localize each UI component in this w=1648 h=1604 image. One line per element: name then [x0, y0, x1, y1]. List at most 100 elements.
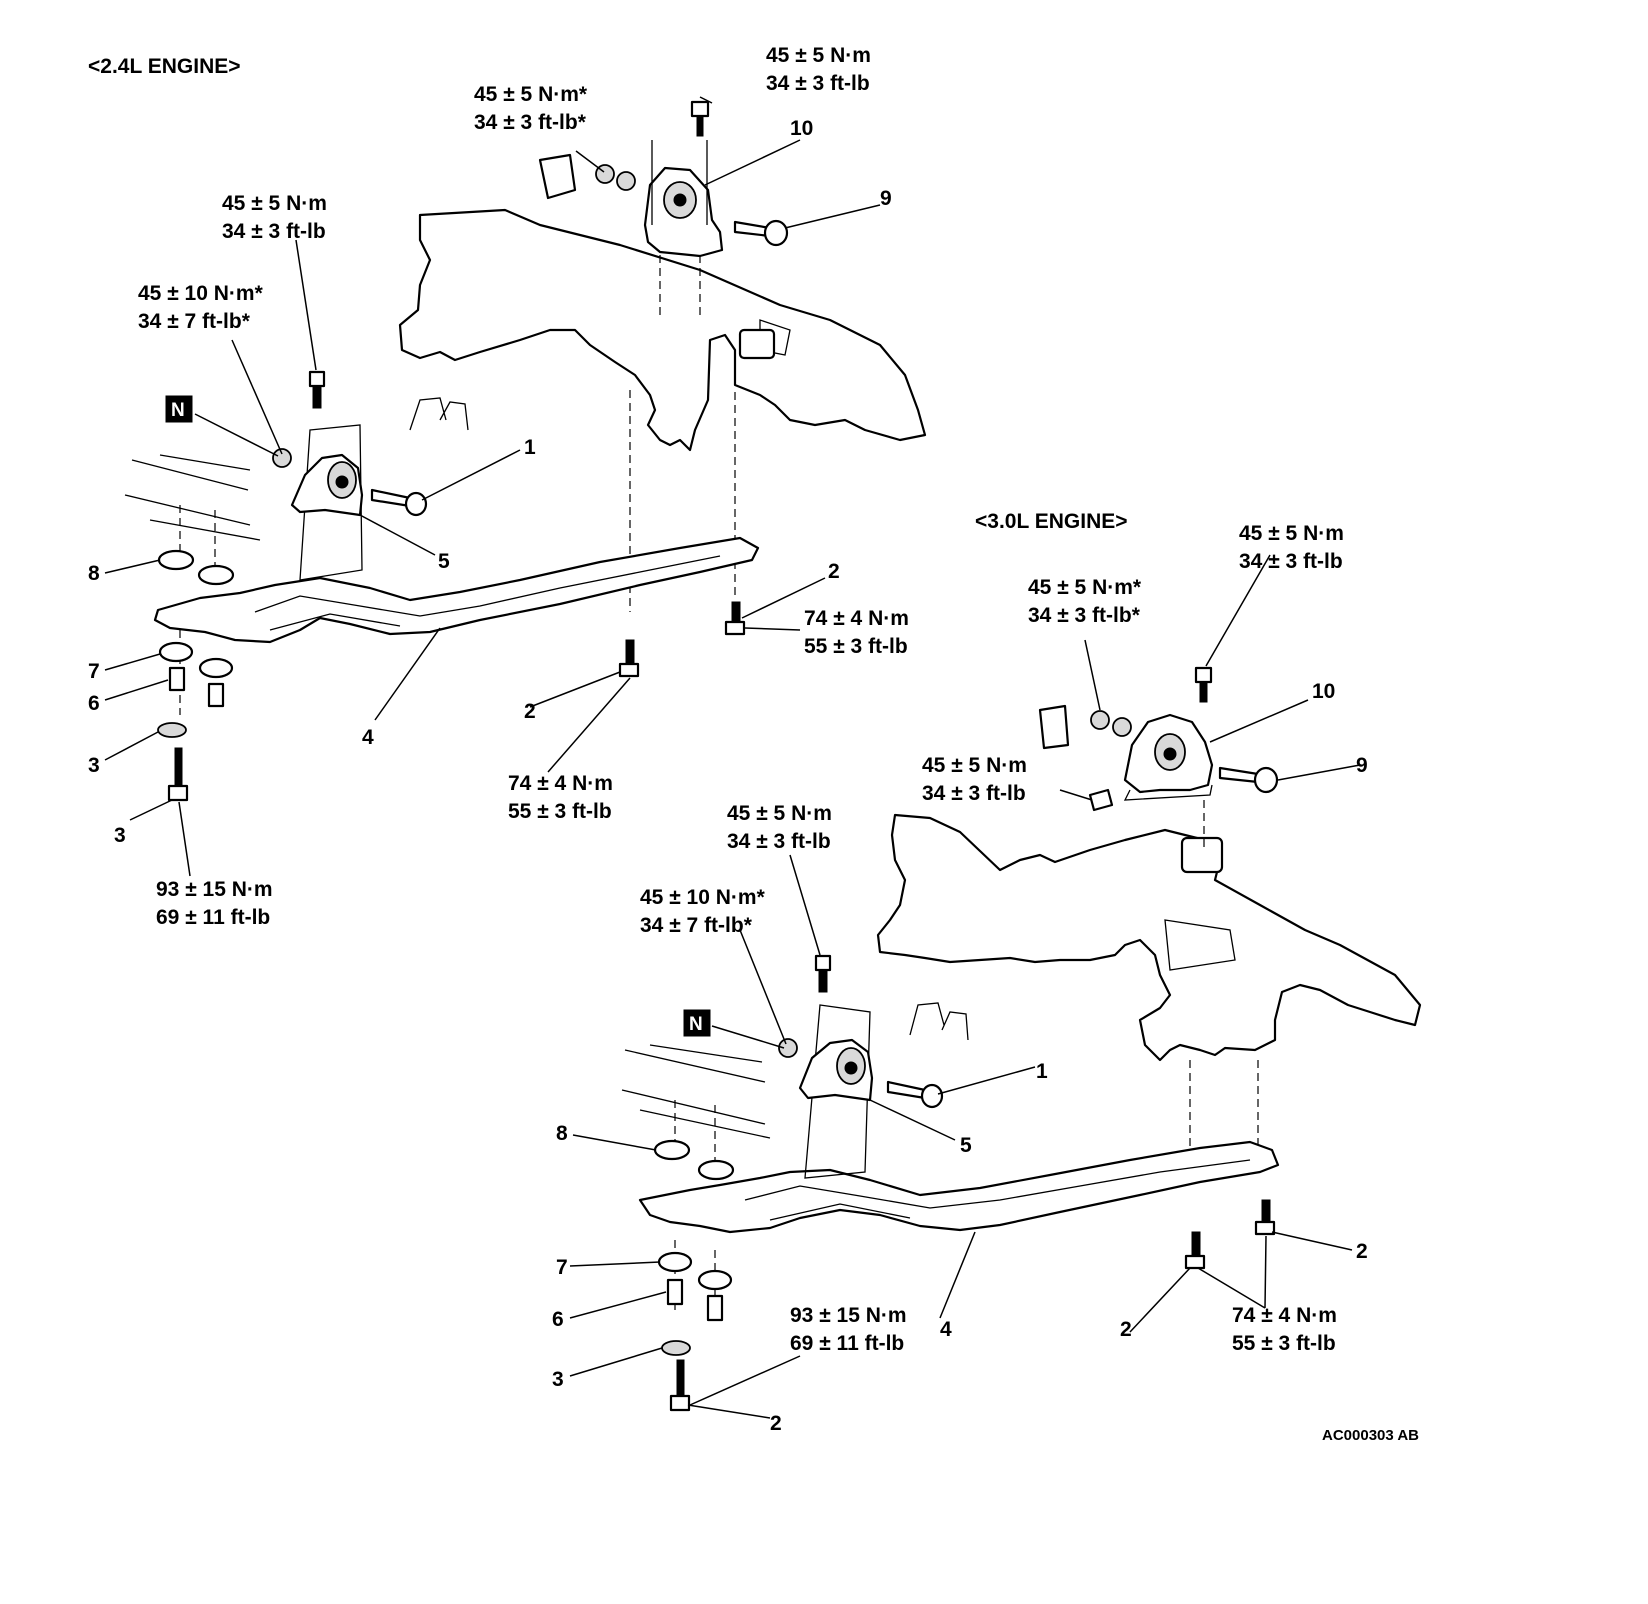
collar-6-right-2-4l [207, 682, 225, 708]
rear-mount-bolt-head-3-0l [814, 954, 832, 972]
top-bolt-head-3-0l [1194, 666, 1213, 684]
through-bolt-9-head-3-0l [1253, 766, 1279, 794]
leader-3b-2-4l [129, 799, 173, 821]
torque-left-nut-nm-2-4l: 45 ± 10 N·m* [138, 282, 264, 305]
torque-side-bolt-nm-3-0l: 45 ± 5 N·m [922, 754, 1027, 777]
bolt-1-shank-2-4l [370, 488, 412, 508]
callout-10-2-4l: 10 [790, 117, 813, 140]
rear-mount-nut-2-4l [272, 448, 292, 468]
collar-6-left-2-4l [168, 666, 186, 692]
callout-6-2-4l: 6 [88, 692, 100, 715]
mount-center-3-0l [1163, 747, 1177, 761]
torque-left-nut-nm-3-0l: 45 ± 10 N·m* [640, 886, 766, 909]
top-bolt-head-2-4l [690, 100, 710, 118]
torque-top-bolt-nm-3-0l: 45 ± 5 N·m [1239, 522, 1344, 545]
callout-2-mid-3-0l: 2 [1120, 1318, 1132, 1341]
rear-mount-bolt-shank-3-0l [818, 969, 828, 993]
bolt-2-mid-head-3-0l [1184, 1254, 1206, 1270]
bolt-1-head-2-4l [404, 491, 428, 517]
stopper-7-right-2-4l [198, 657, 234, 679]
stopper-7-right-3-0l [697, 1269, 733, 1291]
bracket-face-3-0l [1164, 919, 1236, 971]
body-tab-2-4l [538, 153, 577, 200]
leader-top-nut-3-0l [1084, 639, 1101, 711]
mount-base-3-0l [1123, 784, 1213, 801]
torque-top-bolt-ftlb-3-0l: 34 ± 3 ft-lb [1239, 550, 1343, 573]
leader-bottom-bolt-3-0l [689, 1355, 801, 1406]
leader-9-2-4l [784, 204, 881, 229]
callout-8-3-0l: 8 [556, 1122, 568, 1145]
torque-bottom-bolt-nm-3-0l: 93 ± 15 N·m [790, 1304, 907, 1327]
torque-right-bolt-ftlb-3-0l: 55 ± 3 ft-lb [1232, 1332, 1336, 1355]
torque-top-nut-nm-2-4l: 45 ± 5 N·m* [474, 83, 588, 106]
leader-2b-2-4l [741, 577, 826, 619]
callout-3b-2-4l: 3 [114, 824, 126, 847]
callout-4-3-0l: 4 [940, 1318, 952, 1341]
callout-1-2-4l: 1 [524, 436, 536, 459]
body-hooks-2-4l [409, 397, 469, 431]
leader-top-bolt-3-0l [1205, 554, 1271, 667]
crossmember-4-3-0l [638, 1140, 1280, 1234]
washer-3-2-4l [157, 722, 187, 738]
callout-9-3-0l: 9 [1356, 754, 1368, 777]
torque-bottom-bolt-ftlb-2-4l: 69 ± 11 ft-lb [156, 906, 270, 929]
bracket-socket-2-4l [738, 328, 776, 360]
engine-support-bracket-3-0l [876, 813, 1422, 1062]
leader-2a-2-4l [529, 671, 621, 708]
rear-mount-bolt-head-2-4l [308, 370, 326, 388]
callout-1-3-0l: 1 [1036, 1060, 1048, 1083]
callout-3-3-0l: 3 [552, 1368, 564, 1391]
torque-top-nut-ftlb-2-4l: 34 ± 3 ft-lb* [474, 111, 587, 134]
leader-top-bolt-2-4l [699, 96, 713, 104]
mount-center-2-4l [673, 193, 687, 207]
washer-top-3-0l [1112, 717, 1132, 737]
bushing-8-left-3-0l [653, 1139, 691, 1161]
crossmember-4-2-4l [153, 536, 760, 644]
callout-7-3-0l: 7 [556, 1256, 568, 1279]
header-3-0l-engine: <3.0L ENGINE> [975, 510, 1128, 533]
leader-left-nut-3-0l [739, 929, 787, 1045]
leader-left-nut-2-4l [231, 339, 283, 455]
assembly-2-4l: N [104, 96, 927, 877]
figure-code: AC000303 AB [1322, 1427, 1419, 1444]
body-tab-3-0l [1038, 704, 1070, 750]
callout-6-3-0l: 6 [552, 1308, 564, 1331]
callout-5-2-4l: 5 [438, 550, 450, 573]
callout-4-2-4l: 4 [362, 726, 374, 749]
side-bolt-3-0l [1088, 788, 1114, 812]
crossmember-flange-line-2-4l [254, 555, 721, 617]
leader-7-3-0l [569, 1261, 661, 1267]
leader-top-nut-2-4l [575, 150, 605, 173]
torque-left-bolt-ftlb-2-4l: 34 ± 3 ft-lb [222, 220, 326, 243]
leader-10-3-0l [1209, 699, 1309, 743]
bolt-2-right-head-3-0l [1254, 1220, 1276, 1236]
leader-2-bottom-3-0l [687, 1404, 771, 1419]
torque-right-bolt-nm-3-0l: 74 ± 4 N·m [1232, 1304, 1337, 1327]
floor-hatching-2-4l [124, 454, 261, 541]
leader-10-2-4l [704, 139, 801, 186]
floor-hatching-3-0l [621, 1044, 771, 1139]
torque-right-bolt-ftlb-2-4l: 55 ± 3 ft-lb [804, 635, 908, 658]
crossmember-lower-line-3-0l [769, 1203, 911, 1221]
leader-bottom-bolt-2-4l [178, 801, 191, 877]
leader-5-2-4l [359, 514, 436, 556]
engine-support-bracket-2-4l [398, 208, 927, 452]
torque-side-bolt-ftlb-3-0l: 34 ± 3 ft-lb [922, 782, 1026, 805]
leader-8-3-0l [572, 1134, 657, 1151]
new-part-marker-box-2-4l [165, 395, 193, 423]
torque-mid-bolt-ftlb-2-4l: 55 ± 3 ft-lb [508, 800, 612, 823]
washer-3-3-0l [661, 1340, 691, 1356]
torque-left-nut-ftlb-2-4l: 34 ± 7 ft-lb* [138, 310, 251, 333]
callout-9-2-4l: 9 [880, 187, 892, 210]
rear-mount-center-2-4l [335, 475, 349, 489]
leader-6-3-0l [569, 1291, 667, 1319]
callout-7-2-4l: 7 [88, 660, 100, 683]
bushing-8-right-2-4l [197, 564, 235, 586]
bolt-1-shank-3-0l [886, 1080, 927, 1100]
rear-mount-guide-3-0l [804, 1004, 871, 1179]
collar-6-right-3-0l [706, 1294, 724, 1322]
top-bolt-shank-2-4l [696, 115, 704, 137]
leader-n-2-4l [194, 413, 279, 457]
callout-2b-2-4l: 2 [828, 560, 840, 583]
